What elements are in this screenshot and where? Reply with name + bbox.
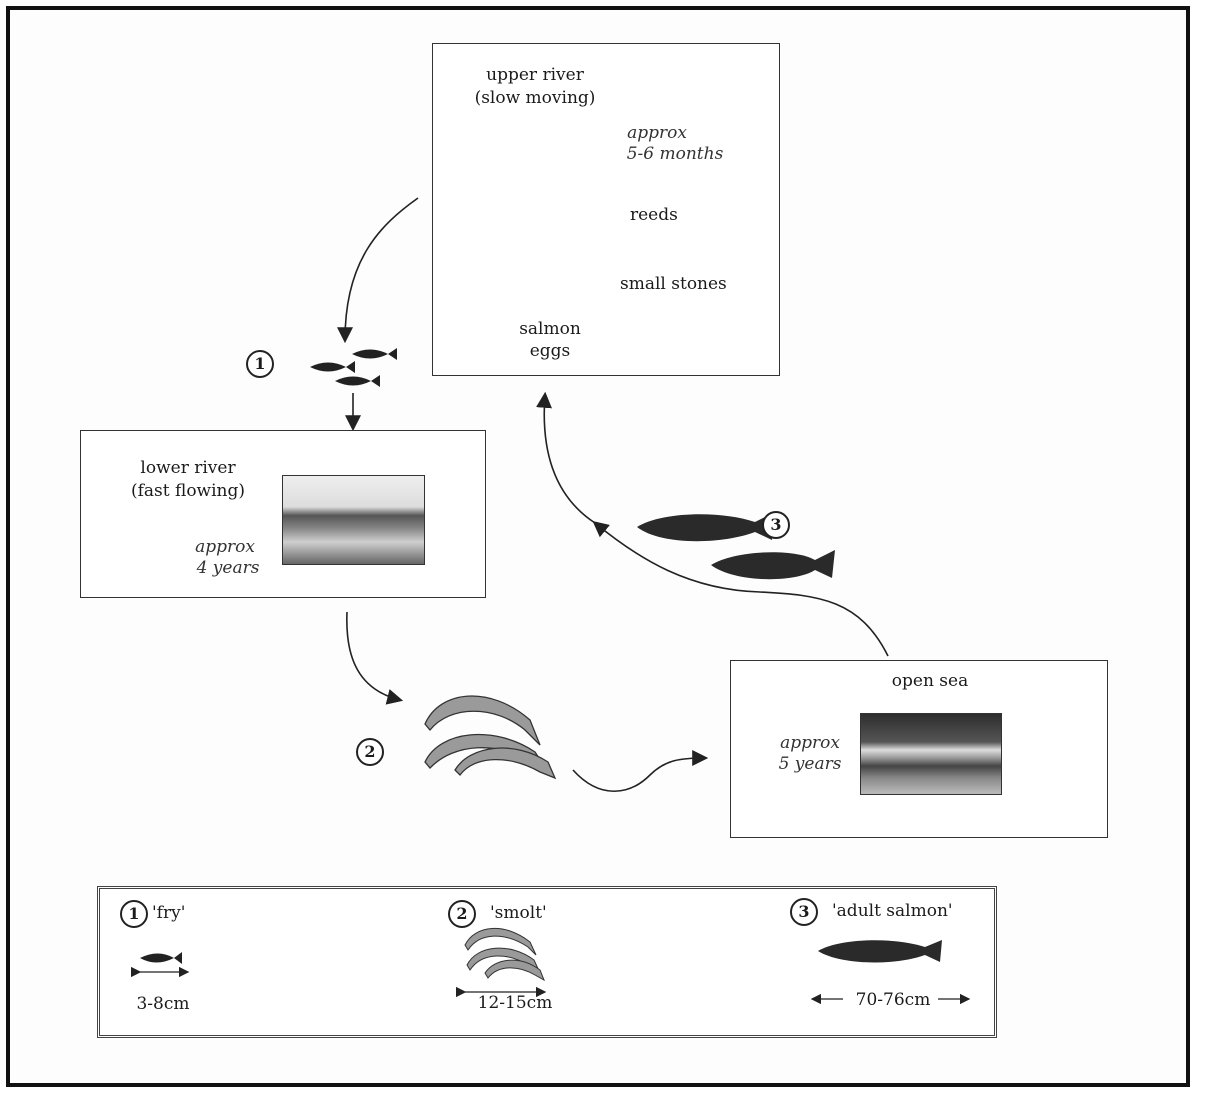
sea-image [860, 713, 1002, 795]
arrow-lower-to-smolt [346, 611, 404, 705]
legend-adult-size: 70-76cm [855, 990, 931, 1010]
open-sea-title: open sea [891, 671, 969, 691]
lower-river-duration-1: approx [195, 537, 255, 557]
open-sea-duration-2: 5 years [778, 754, 842, 774]
fry-fish-group [310, 348, 397, 387]
legend-smolt-name: 'smolt' [490, 903, 547, 923]
arrow-smolt-to-sea [572, 750, 709, 793]
label-salmon-eggs-1: salmon [519, 319, 581, 339]
label-reeds: reeds [630, 205, 678, 225]
upper-river-duration-1: approx [627, 123, 687, 143]
adult-salmon-group [637, 512, 835, 580]
upper-river-box [432, 43, 780, 376]
label-salmon-eggs-2: eggs [529, 341, 571, 361]
legend-fry-name: 'fry' [152, 903, 186, 923]
arrow-upper-to-fry [337, 197, 419, 344]
upper-river-subtitle: (slow moving) [474, 88, 596, 108]
waterfall-image [282, 475, 425, 565]
stage-2-marker: 2 [356, 738, 384, 766]
upper-river-title: upper river [486, 65, 584, 85]
lower-river-subtitle: (fast flowing) [130, 481, 246, 501]
arrow-adults-to-upper [536, 391, 596, 524]
legend-adult-marker: 3 [790, 898, 818, 926]
upper-river-duration-2: 5-6 months [626, 144, 724, 164]
stage-3-marker: 3 [762, 511, 790, 539]
legend-smolt-size: 12-15cm [477, 993, 553, 1013]
legend-fry-icon [140, 952, 182, 964]
legend-fry-marker: 1 [120, 900, 148, 928]
smolt-fish-group [424, 695, 557, 780]
lower-river-title: lower river [140, 458, 236, 478]
legend-adult-name: 'adult salmon' [832, 901, 953, 921]
open-sea-duration-1: approx [780, 733, 840, 753]
label-small-stones: small stones [620, 274, 727, 294]
legend-smolt-icon [464, 928, 545, 982]
legend-box [97, 886, 997, 1038]
legend-smolt-marker: 2 [448, 900, 476, 928]
arrow-sea-to-adults [592, 520, 889, 657]
legend-fry-size: 3-8cm [136, 994, 190, 1014]
legend-adult-icon [818, 940, 942, 963]
lower-river-duration-2: 4 years [196, 558, 260, 578]
stage-1-marker: 1 [246, 350, 274, 378]
